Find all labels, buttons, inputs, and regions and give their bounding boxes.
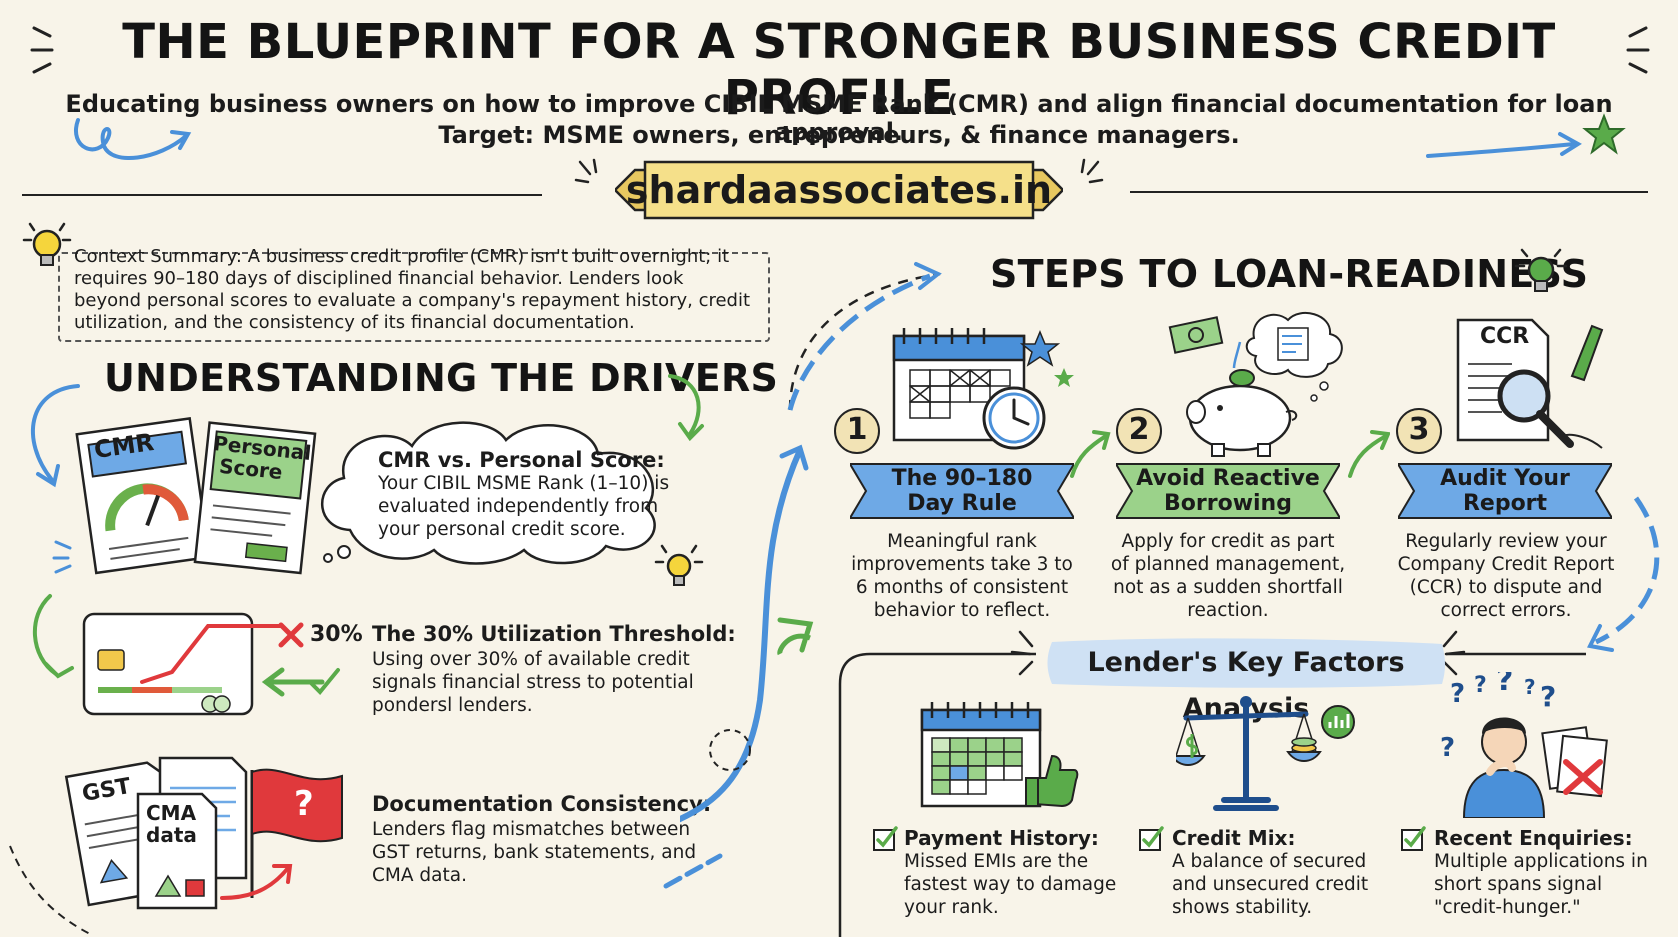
page-title: THE BLUEPRINT FOR A STRONGER BUSINESS CR… bbox=[122, 14, 1556, 126]
utilization-text-3: pondersl lenders. bbox=[372, 695, 533, 716]
dashed-corner-decoration bbox=[9, 845, 91, 935]
checkbox-icon-1 bbox=[873, 826, 898, 851]
factor-recent-enquiries: Recent Enquiries: Multiple applications … bbox=[1434, 826, 1648, 918]
green-check-icon bbox=[308, 668, 340, 695]
step-3-ribbon bbox=[1398, 463, 1612, 519]
star-icon bbox=[1020, 330, 1074, 387]
site-banner bbox=[615, 160, 1063, 220]
svg-text:?: ? bbox=[1450, 679, 1465, 709]
cmr-vs-title: CMR vs. Personal Score: bbox=[378, 448, 665, 472]
drivers-heading: UNDERSTANDING THE DRIVERS bbox=[104, 356, 779, 400]
step-connector-arrows bbox=[1070, 430, 1390, 478]
site-url[interactable]: shardaassociates.in bbox=[625, 168, 1053, 212]
step-3-number: 3 bbox=[1396, 408, 1442, 454]
thought-cloud bbox=[321, 421, 656, 565]
utilization-title: The 30% Utilization Threshold: bbox=[372, 622, 736, 646]
curve-arrow-right-icon bbox=[668, 374, 704, 442]
step-2-number: 2 bbox=[1116, 408, 1162, 454]
factor-payment-history: Payment History: Missed EMIs are the fas… bbox=[904, 826, 1117, 918]
payment-calendar-icon bbox=[920, 702, 1079, 808]
context-summary-box bbox=[58, 252, 770, 342]
step-3-desc: Regularly review your Company Credit Rep… bbox=[1397, 531, 1615, 621]
threshold-label: 30% bbox=[310, 622, 363, 647]
lightbulb-icon bbox=[22, 222, 72, 266]
context-summary-text: Context Summary: A business credit profi… bbox=[74, 246, 751, 333]
ccr-magnifier-icon bbox=[1456, 318, 1604, 449]
utilization-text-2: signals financial stress to potential bbox=[372, 672, 694, 693]
step-1-number: 1 bbox=[834, 408, 880, 454]
documents-icon bbox=[64, 756, 343, 910]
steps-heading: STEPS TO LOAN-READINESS bbox=[990, 252, 1589, 296]
calendar-clock-icon bbox=[892, 328, 1046, 450]
svg-text:?: ? bbox=[1496, 672, 1513, 698]
title-sparks-left bbox=[30, 26, 54, 74]
balance-scale-icon bbox=[1176, 696, 1355, 811]
page-target-audience: Target: MSME owners, entrepreneurs, & fi… bbox=[438, 121, 1240, 149]
documentation-text-1: Lenders flag mismatches between bbox=[372, 819, 691, 840]
red-x-icon bbox=[278, 622, 304, 648]
title-sparks-right bbox=[1626, 26, 1650, 74]
checkbox-icon-3 bbox=[1401, 826, 1426, 851]
lightbulb-icon-steps bbox=[1514, 248, 1568, 292]
confused-person-icon: ? ? ? ? ? ? bbox=[1440, 672, 1608, 818]
divider-right bbox=[1130, 191, 1648, 193]
svg-text:?: ? bbox=[1440, 733, 1455, 763]
cmr-card-icon bbox=[75, 417, 210, 575]
doc-flag-mark: ? bbox=[294, 784, 314, 824]
step-2-ribbon bbox=[1116, 463, 1340, 519]
factor-credit-mix: Credit Mix: A balance of secured and uns… bbox=[1172, 826, 1369, 918]
documentation-title: Documentation Consistency: bbox=[372, 792, 712, 816]
step-1-ribbon bbox=[850, 463, 1074, 519]
page-subtitle: Educating business owners on how to impr… bbox=[65, 90, 1613, 146]
checkbox-icon-2 bbox=[1139, 826, 1164, 851]
step-2-desc: Apply for credit as part of planned mana… bbox=[1110, 531, 1346, 621]
personal-score-card-icon bbox=[193, 421, 317, 575]
swirl-arrow-icon bbox=[74, 118, 192, 160]
documentation-text-3: CMA data. bbox=[372, 865, 467, 886]
cmr-vs-text: Your CIBIL MSME Rank (1–10) is evaluated… bbox=[378, 473, 670, 540]
factors-heading-bg bbox=[1047, 638, 1445, 688]
svg-text:?: ? bbox=[1540, 680, 1556, 713]
factors-heading: Lender's Key Factors Analysis bbox=[1087, 647, 1405, 724]
svg-text:?: ? bbox=[1474, 673, 1487, 698]
banner-sparks-icon-right bbox=[1080, 158, 1104, 184]
arrow-to-docs-decoration bbox=[663, 853, 723, 889]
curve-arrow-left-icon bbox=[30, 384, 80, 488]
step-1-desc: Meaningful rank improvements take 3 to 6… bbox=[851, 531, 1073, 621]
lightbulb-icon-small bbox=[654, 544, 704, 586]
documentation-text-2: GST returns, bank statements, and bbox=[372, 842, 697, 863]
factors-frame bbox=[838, 496, 1660, 937]
path-arrows-decoration bbox=[680, 262, 942, 823]
svg-text:?: ? bbox=[1524, 675, 1536, 699]
ccr-label: CCR bbox=[1480, 324, 1530, 349]
sparks-icon bbox=[52, 540, 72, 574]
utilization-text-1: Using over 30% of available credit bbox=[372, 649, 690, 670]
arrow-star-icon bbox=[1426, 113, 1626, 158]
divider-left bbox=[22, 194, 542, 196]
piggy-bank-icon bbox=[1168, 311, 1343, 457]
banner-sparks-icon bbox=[574, 158, 598, 184]
credit-card-icon bbox=[32, 594, 325, 716]
